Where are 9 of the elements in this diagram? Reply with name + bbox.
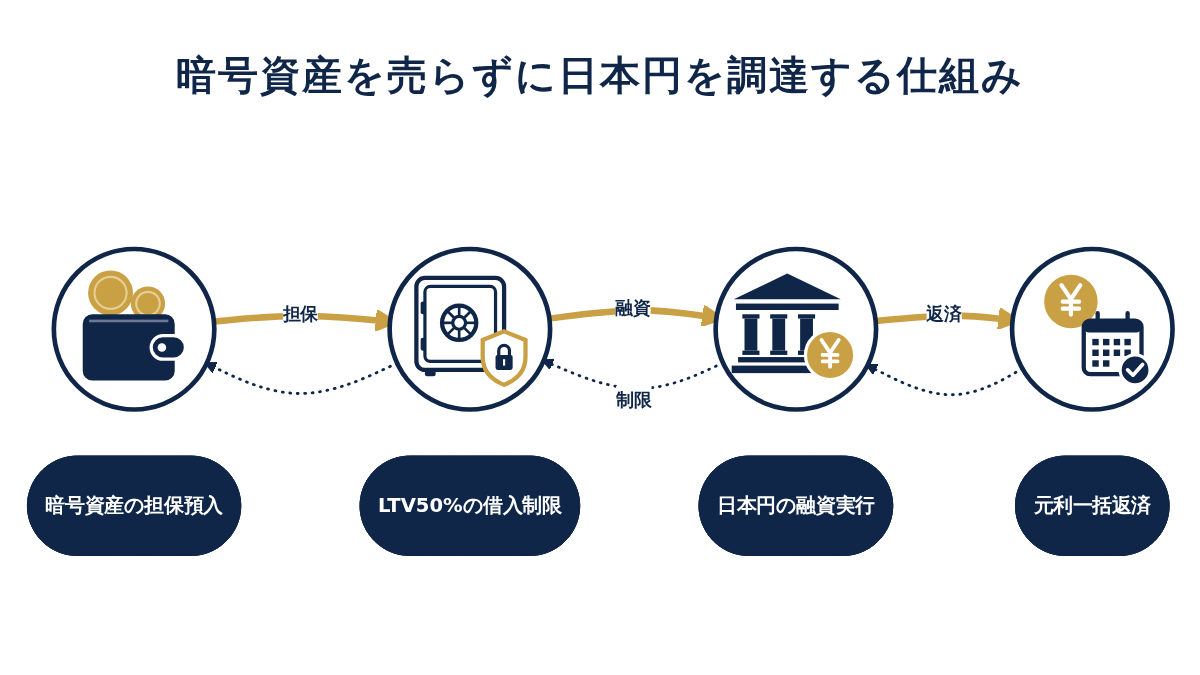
node-circle xyxy=(713,246,879,412)
edge-label: 担保 xyxy=(282,302,319,324)
edge-label: 制限 xyxy=(616,388,652,410)
node-circle xyxy=(1009,246,1175,412)
edge-label: 融資 xyxy=(615,296,651,318)
diagram-title: 暗号資産を売らずに日本円を調達する仕組み xyxy=(175,51,1025,100)
edge-label: 返済 xyxy=(926,303,962,325)
node-circle xyxy=(387,246,553,412)
node-circle xyxy=(51,246,217,412)
